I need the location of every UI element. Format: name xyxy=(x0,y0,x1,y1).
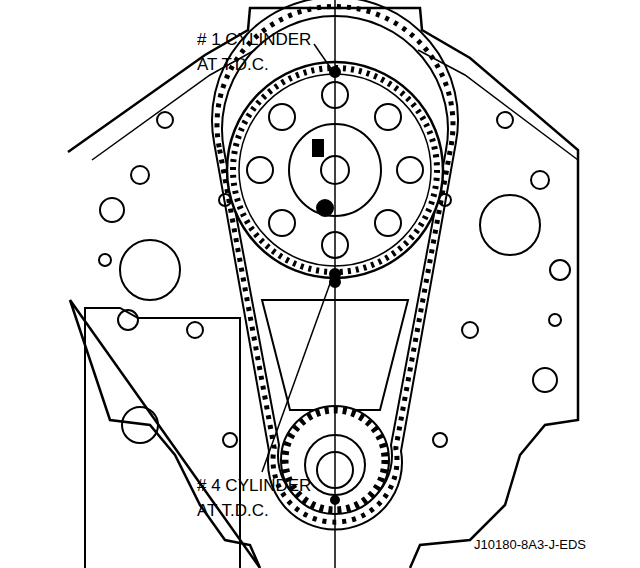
timing-mark xyxy=(331,496,339,504)
figure-code: J10180-8A3-J-EDS xyxy=(474,536,586,554)
callout-label: # 1 CYLINDER AT T.D.C. xyxy=(197,27,315,77)
callout-label: # 4 CYLINDER AT T.D.C. xyxy=(197,473,315,523)
lower-plate-outline xyxy=(85,308,240,568)
leader-line xyxy=(262,278,332,472)
cam-bolt xyxy=(317,200,333,216)
cam-dowel xyxy=(313,140,323,156)
engine-block-outline xyxy=(68,8,578,568)
leader-line xyxy=(314,44,332,70)
